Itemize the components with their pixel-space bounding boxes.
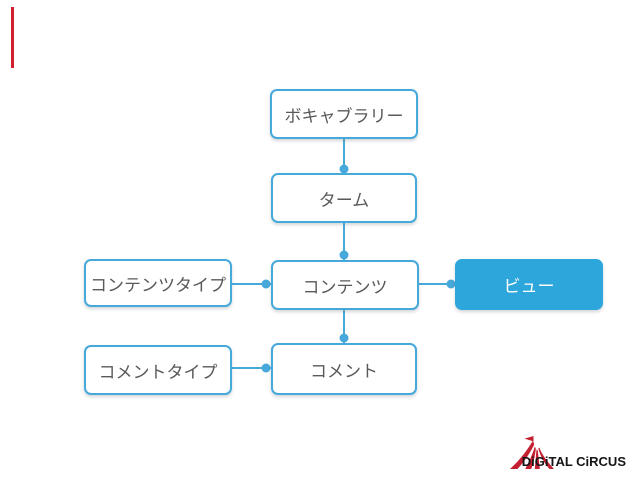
node-content-type: コンテンツタイプ	[84, 259, 232, 307]
connector-dot	[339, 250, 349, 260]
node-content-type-label: コンテンツタイプ	[90, 275, 226, 295]
node-view-label: ビュー	[503, 277, 555, 296]
node-term-label: ターム	[318, 190, 370, 210]
node-comment-type: コメントタイプ	[84, 345, 232, 395]
digital-circus-logo: DiGiTAL CiRCUS	[510, 435, 626, 470]
circus-tent-icon	[510, 436, 554, 469]
connector-content-view	[419, 283, 455, 285]
connector-dot	[261, 279, 271, 289]
connector-dot	[339, 333, 349, 343]
node-content: コンテンツ	[271, 260, 419, 310]
node-comment-type-label: コメントタイプ	[98, 362, 218, 382]
connector-commenttype-comment	[232, 367, 271, 369]
digital-circus-logo-text: DiGiTAL CiRCUS	[521, 454, 626, 469]
node-view: ビュー	[455, 259, 603, 310]
connector-content-comment	[343, 310, 345, 343]
node-vocabulary: ボキャブラリー	[270, 89, 418, 139]
connector-dot	[446, 279, 456, 289]
node-term: ターム	[271, 173, 417, 223]
node-vocabulary-label: ボキャブラリー	[284, 106, 404, 126]
node-comment-label: コメント	[310, 361, 378, 381]
connector-dot	[339, 164, 349, 174]
connector-contenttype-content	[232, 283, 271, 285]
connector-term-content	[343, 223, 345, 260]
slide-accent-red-line	[11, 7, 14, 68]
node-content-label: コンテンツ	[302, 277, 388, 297]
node-comment: コメント	[271, 343, 417, 395]
connector-vocabulary-term	[343, 139, 345, 173]
connector-dot	[261, 363, 271, 373]
